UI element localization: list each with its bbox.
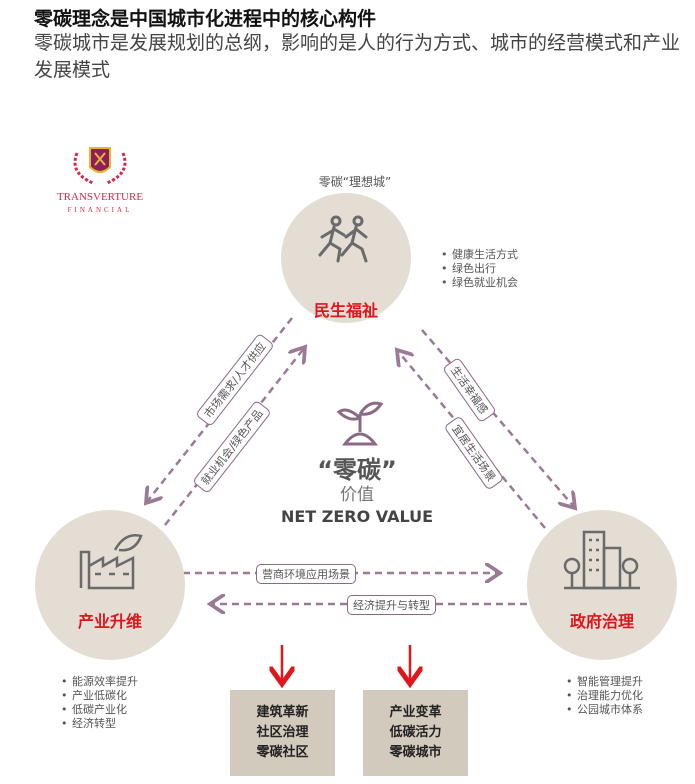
logo-crest-icon — [73, 147, 127, 185]
node-right-bullets: 智能管理提升 治理能力优化 公园城市体系 — [565, 675, 643, 717]
city-buildings-icon — [563, 530, 640, 590]
link-label-business: 营商环境应用场景 — [256, 564, 356, 584]
node-left: 产业升维 — [35, 510, 185, 660]
node-left-bullets: 能源效率提升 产业低碳化 低碳产业化 经济转型 — [60, 675, 138, 731]
bullet: 绿色出行 — [441, 262, 518, 276]
box-line: 产业变革 — [389, 705, 442, 720]
link-label-economy: 经济提升与转型 — [347, 595, 436, 615]
node-top-bullets: 健康生活方式 绿色出行 绿色就业机会 — [440, 248, 518, 290]
bullet: 治理能力优化 — [566, 689, 643, 703]
bullet: 低碳产业化 — [61, 703, 138, 717]
bullet: 产业低碳化 — [61, 689, 138, 703]
page-subtitle: 零碳城市是发展规划的总纲，影响的是人的行为方式、城市的经营模式和产业发展模式 — [34, 32, 681, 81]
bullet: 能源效率提升 — [61, 675, 138, 689]
bullet: 绿色就业机会 — [441, 276, 518, 290]
box-line: 零碳城市 — [389, 745, 442, 760]
bullet: 健康生活方式 — [441, 248, 518, 262]
center-quote: “零碳” — [317, 456, 397, 484]
center-sub: 价值 — [340, 485, 374, 505]
logo-sub: FINANCIAL — [67, 206, 133, 214]
factory-icon — [79, 534, 143, 590]
box-line: 低碳活力 — [389, 725, 442, 740]
bullet: 智能管理提升 — [566, 675, 643, 689]
outcome-box-city: 产业变革 低碳活力 零碳城市 — [363, 690, 468, 776]
outcome-box-community: 建筑革新 社区治理 零碳社区 — [230, 690, 335, 776]
node-right-label: 政府治理 — [569, 612, 634, 631]
page-title: 零碳理念是中国城市化进程中的核心构件 — [34, 8, 377, 30]
box-line: 零碳社区 — [256, 745, 309, 760]
node-right: 政府治理 — [527, 510, 677, 660]
arrow-right-to-top — [397, 350, 546, 529]
node-left-label: 产业升维 — [77, 612, 142, 631]
bullet: 经济转型 — [61, 717, 138, 731]
bullet: 公园城市体系 — [566, 703, 643, 717]
node-top-label: 民生福祉 — [313, 301, 378, 320]
logo: TRANSVERTURE FINANCIAL — [55, 145, 145, 214]
box-line: 社区治理 — [256, 725, 309, 740]
logo-name: TRANSVERTURE — [56, 191, 144, 203]
node-top: 民生福祉 — [281, 193, 411, 323]
center-en: NET ZERO VALUE — [280, 507, 434, 526]
top-caption: 零碳“理想城” — [318, 175, 392, 189]
box-line: 建筑革新 — [256, 705, 309, 720]
arrow-top-to-right — [421, 329, 575, 508]
sprout-icon — [336, 401, 384, 446]
runners-icon — [318, 215, 368, 263]
